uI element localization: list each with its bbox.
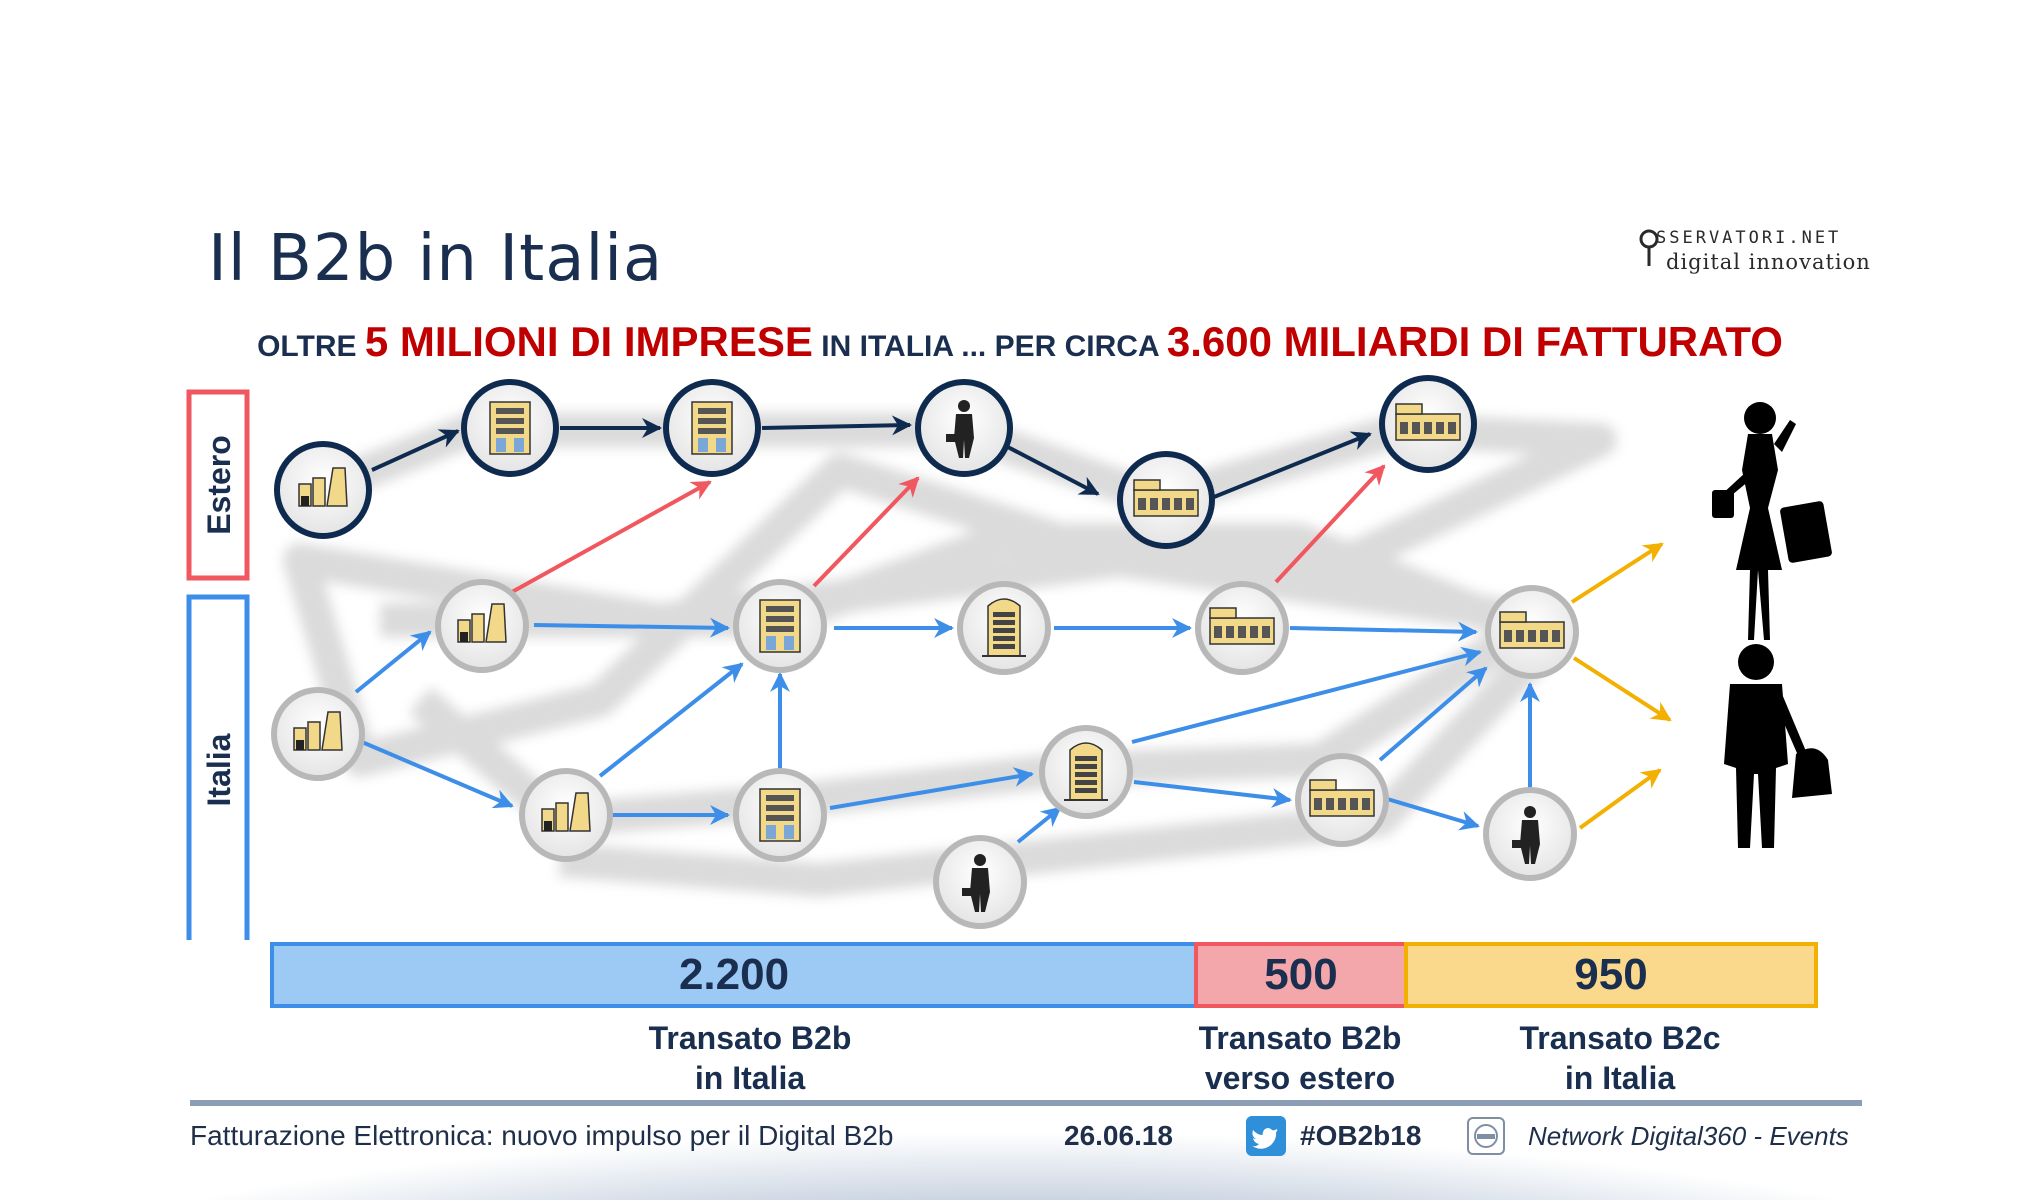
label-b2c-italia: Transato B2c in Italia xyxy=(1460,1018,1780,1098)
logo-text-top: SSERVATORI.NET xyxy=(1656,228,1842,248)
edge-italia-2 xyxy=(361,740,514,809)
subtitle-part-1: OLTRE xyxy=(257,330,365,363)
footer-divider xyxy=(190,1100,1862,1106)
edge-estero-3 xyxy=(761,415,912,436)
bar-transato-b2b-italia: 2.200 xyxy=(270,942,1198,1008)
office-building-icon xyxy=(759,599,801,653)
node-estero-shop-1 xyxy=(1117,451,1215,549)
node-estero-factory xyxy=(274,441,372,539)
bar-value-b2b-italia: 2.200 xyxy=(678,950,790,999)
footer-hashtag: #OB2b18 xyxy=(1300,1120,1422,1151)
bar-value-b2b-estero: 500 xyxy=(1264,950,1338,999)
tower-building-icon xyxy=(1063,742,1109,801)
node-italia-person-2 xyxy=(1483,787,1577,881)
subtitle: OLTRE 5 MILIONI DI IMPRESE IN ITALIA ...… xyxy=(0,318,2040,366)
lane-box-estero xyxy=(186,389,250,581)
edge-italia-15 xyxy=(1383,796,1480,831)
node-italia-tower-1 xyxy=(957,581,1051,675)
bar-transato-b2c-italia: 950 xyxy=(1404,942,1818,1008)
supply-chain-diagram: Estero Italia xyxy=(186,375,1832,940)
subtitle-highlight-imprese: 5 MILIONI DI IMPRESE xyxy=(364,318,813,365)
office-building-icon xyxy=(691,401,733,455)
edges-estero xyxy=(371,415,1372,499)
node-italia-shop-3 xyxy=(1485,585,1579,679)
node-italia-person-1 xyxy=(933,835,1027,929)
edge-italia-10 xyxy=(829,767,1034,810)
node-italia-shop-2 xyxy=(1295,753,1389,847)
edge-italia-13 xyxy=(1133,780,1292,808)
tower-building-icon xyxy=(981,598,1027,657)
edge-estero-5 xyxy=(1213,431,1372,499)
node-italia-factory-2 xyxy=(435,579,529,673)
footer-network: Network Digital360 - Events xyxy=(1528,1121,1849,1151)
footer-date: 26.06.18 xyxy=(1064,1120,1173,1151)
twitter-bird-icon xyxy=(1246,1116,1286,1156)
label-b2b-italia: Transato B2b in Italia xyxy=(540,1018,960,1098)
edge-b2c-2 xyxy=(1572,656,1672,722)
node-estero-office-1 xyxy=(461,379,559,477)
edge-italia-7 xyxy=(598,662,744,778)
node-italia-office-1 xyxy=(733,579,827,673)
subtitle-part-3: IN ITALIA ... PER CIRCA xyxy=(812,330,1167,363)
label-b2c-italia-line2: in Italia xyxy=(1564,1060,1676,1096)
edges-export xyxy=(511,464,1386,594)
edge-export-2 xyxy=(812,476,920,588)
edge-italia-6 xyxy=(1289,621,1478,642)
office-building-icon xyxy=(759,788,801,842)
label-b2b-italia-line1: Transato B2b xyxy=(648,1020,852,1056)
edge-b2c-3 xyxy=(1578,768,1662,830)
location-pin-icon xyxy=(1639,229,1659,266)
edge-italia-3 xyxy=(533,617,730,638)
node-italia-factory-1 xyxy=(271,687,365,781)
slide-title: Il B2b in Italia xyxy=(208,222,664,296)
edge-italia-12 xyxy=(1131,646,1482,744)
lane-box-italia xyxy=(186,594,250,940)
label-b2b-estero-line1: Transato B2b xyxy=(1198,1020,1402,1056)
lane-label-estero: Estero xyxy=(201,435,237,535)
edges-b2c xyxy=(1570,542,1672,830)
label-b2b-italia-line2: in Italia xyxy=(694,1060,806,1096)
edges-italia xyxy=(354,617,1540,844)
node-italia-office-2 xyxy=(733,768,827,862)
osservatori-logo: SSERVATORI.NET digital innovation xyxy=(1638,228,1888,288)
node-estero-shop-2 xyxy=(1379,375,1477,473)
bar-value-b2c-italia: 950 xyxy=(1574,950,1648,999)
node-estero-office-2 xyxy=(663,379,761,477)
label-b2c-italia-line1: Transato B2c xyxy=(1519,1020,1721,1056)
edge-estero-1 xyxy=(371,429,460,472)
office-building-icon xyxy=(489,401,531,455)
edge-italia-14 xyxy=(1378,666,1488,762)
logo-text-bottom: digital innovation xyxy=(1666,250,1871,274)
node-italia-shop-1 xyxy=(1195,581,1289,675)
bar-transato-b2b-estero: 500 xyxy=(1194,942,1408,1008)
node-italia-factory-3 xyxy=(519,768,613,862)
edge-italia-1 xyxy=(354,630,432,694)
edge-b2c-1 xyxy=(1570,542,1664,604)
consumer-woman-silhouette-icon xyxy=(1712,402,1832,640)
node-italia-tower-2 xyxy=(1039,725,1133,819)
consumer-man-silhouette-icon xyxy=(1724,644,1832,848)
subtitle-highlight-fatturato: 3.600 MILIARDI DI FATTURATO xyxy=(1166,318,1783,365)
footer-event-title: Fatturazione Elettronica: nuovo impulso … xyxy=(190,1120,894,1151)
edge-italia-11 xyxy=(1016,806,1062,844)
lane-label-italia: Italia xyxy=(201,733,237,806)
edge-estero-4 xyxy=(1001,442,1100,496)
label-b2b-estero-line2: verso estero xyxy=(1204,1060,1396,1096)
digital360-icon xyxy=(1467,1117,1505,1155)
edge-export-1 xyxy=(511,480,712,594)
node-estero-person xyxy=(915,379,1013,477)
label-b2b-estero: Transato B2b verso estero xyxy=(1150,1018,1450,1098)
edge-export-3 xyxy=(1274,464,1386,584)
